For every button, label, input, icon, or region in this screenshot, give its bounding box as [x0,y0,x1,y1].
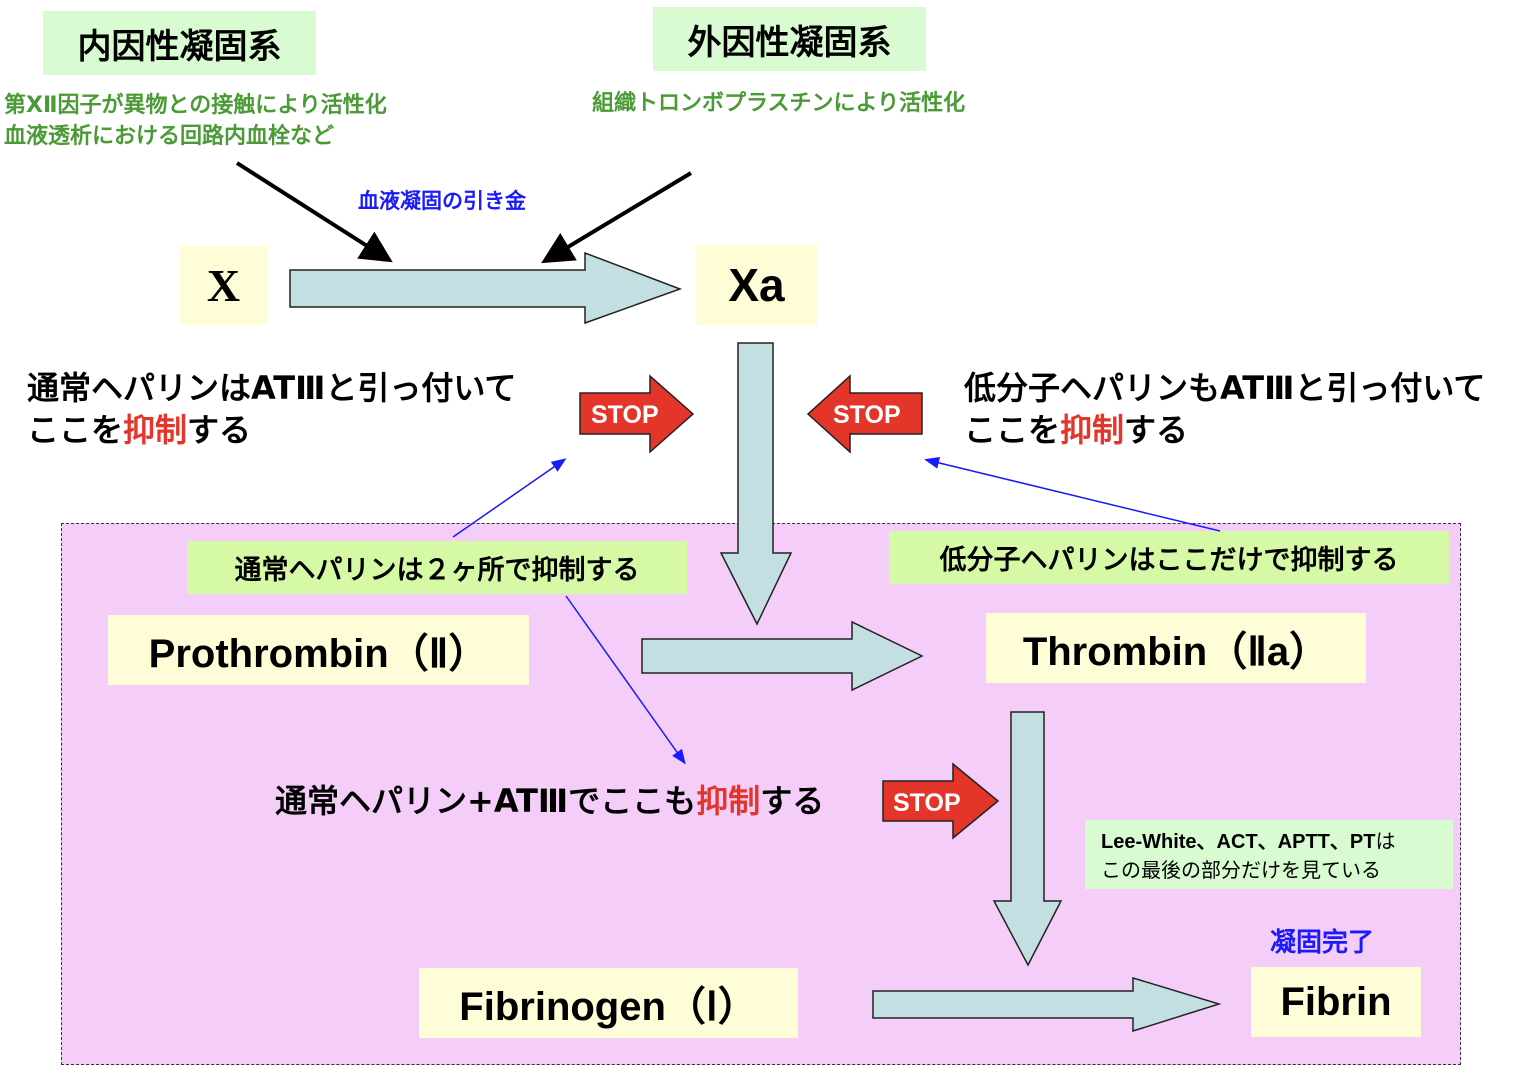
stop-sign-lmwh-label: STOP [833,401,901,429]
heparin-note-line2-post: する [187,411,252,449]
factor-xa-label: Xa [728,259,785,311]
thrombin-down-arrow [992,711,1063,967]
extrinsic-title-box: 外因性凝固系 [653,7,926,71]
factor-fibrin-label: Fibrin [1280,979,1392,1024]
stop-sign-lmwh: STOP [806,374,923,454]
lmwh-note-inhibit: 抑制 [1060,411,1125,449]
heparin-note-line2: ここを抑制する [27,409,516,451]
factor-xa: Xa [696,245,817,325]
extrinsic-desc: 組織トロンボプラスチンにより活性化 [592,91,966,116]
heparin-pointer-down [565,595,686,765]
heparin-at3-note: 通常ヘパリン+ATⅢでここも抑制する [275,780,824,822]
lmwh-note-line2-pre: ここを [964,411,1061,449]
lmwh-only-here-box: 低分子ヘパリンはここだけで抑制する [889,531,1449,584]
factor-fibrin: Fibrin [1251,967,1421,1037]
intrinsic-trigger-arrow [235,161,393,263]
intrinsic-desc-line1: 第XⅡ因子が異物との接触により活性化 [4,93,387,118]
trigger-label: 血液凝固の引き金 [358,189,526,213]
tests-note-box: Lee-White、ACT、APTT、PTは この最後の部分だけを見ている [1085,820,1453,889]
heparin-note-line2-pre: ここを [27,411,124,449]
lmwh-note: 低分子ヘパリンもATⅢと引っ付いて ここを抑制する [964,367,1485,451]
heparin-note: 通常ヘパリンはATⅢと引っ付いて ここを抑制する [27,367,516,451]
xa-down-arrow [719,342,793,626]
factor-fibrinogen: Fibrinogen（Ⅰ） [419,968,798,1038]
tests-note-line1: Lee-White、ACT、APTT、PTは [1101,827,1453,856]
heparin-pointer-up [452,458,567,538]
heparin-note-line1: 通常ヘパリンはATⅢと引っ付いて [27,369,517,407]
stop-sign-thrombin-shape [882,762,1000,840]
heparin-at3-inhibit: 抑制 [696,782,761,820]
factor-x-label: X [206,260,241,311]
prothrombin-to-thrombin-arrow [641,620,924,692]
lmwh-pointer [924,456,1221,532]
heparin-at3-note-post: する [760,782,825,820]
heparin-note-inhibit: 抑制 [123,411,188,449]
extrinsic-title: 外因性凝固系 [687,22,892,63]
heparin-at3-note-pre: 通常ヘパリン+ATⅢでここも [275,782,697,820]
tests-note-tests: Lee-White、ACT、APTT、PT [1101,831,1376,853]
stop-sign-thrombin: STOP [882,762,1000,840]
intrinsic-title: 内因性凝固系 [77,26,282,67]
factor-thrombin: Thrombin（Ⅱa） [986,613,1366,683]
factor-thrombin-label: Thrombin（Ⅱa） [1022,630,1330,674]
stop-sign-heparin-shape [579,374,695,454]
tests-note-line2: この最後の部分だけを見ている [1101,858,1381,882]
x-to-xa-arrow [289,251,683,325]
lmwh-note-line2-post: する [1124,411,1189,449]
lmwh-only-here-label: 低分子ヘパリンはここだけで抑制する [939,545,1399,576]
lmwh-note-line2: ここを抑制する [964,409,1485,451]
heparin-two-sites-label: 通常ヘパリンは２ヶ所で抑制する [234,555,640,586]
intrinsic-desc-line2: 血液透析における回路内血栓など [4,124,335,149]
factor-prothrombin-label: Prothrombin（Ⅱ） [148,632,489,676]
intrinsic-title-box: 内因性凝固系 [43,11,316,75]
factor-fibrinogen-label: Fibrinogen（Ⅰ） [459,985,758,1029]
extrinsic-trigger-arrow [541,171,693,264]
tests-note-tail: は [1375,829,1396,853]
heparin-two-sites-box: 通常ヘパリンは２ヶ所で抑制する [187,541,687,594]
stop-sign-heparin-label: STOP [591,401,659,429]
fibrinogen-to-fibrin-arrow [872,976,1222,1033]
stop-sign-lmwh-shape [806,374,923,454]
stop-sign-heparin: STOP [579,374,695,454]
stop-sign-thrombin-label: STOP [893,789,961,817]
factor-prothrombin: Prothrombin（Ⅱ） [108,615,529,685]
factor-x: X [180,246,267,325]
complete-label: 凝固完了 [1270,928,1375,958]
lmwh-note-line1: 低分子ヘパリンもATⅢと引っ付いて [964,369,1486,407]
